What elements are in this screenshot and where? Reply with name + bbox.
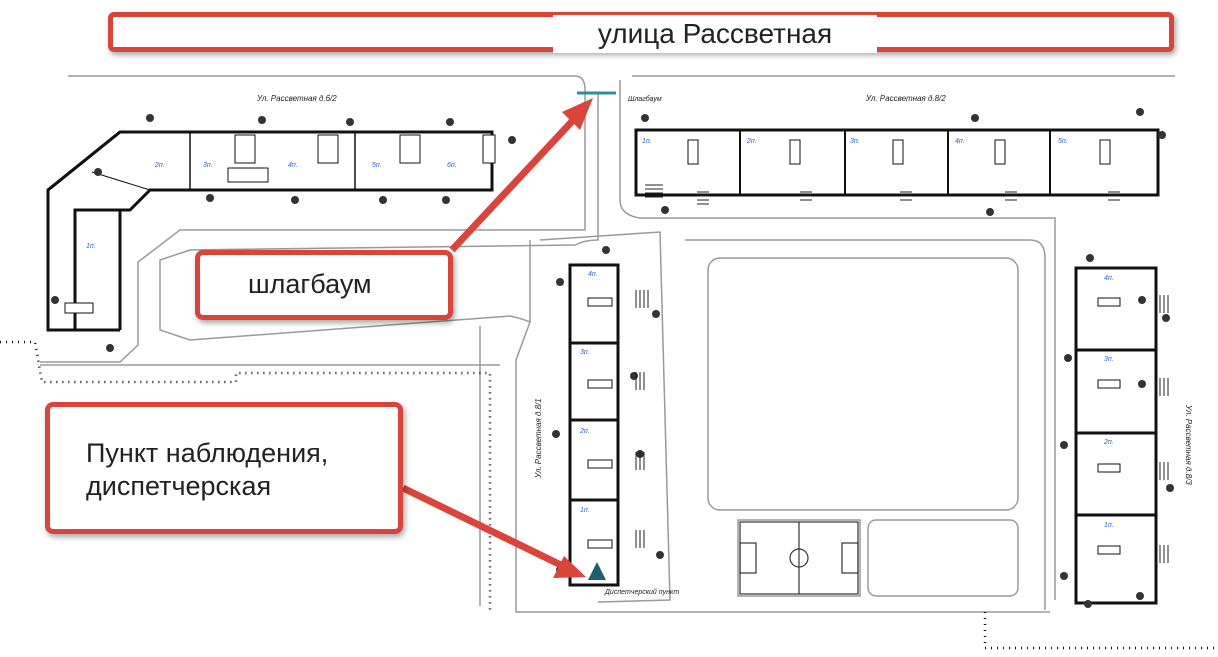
svg-text:3п.: 3п. (850, 138, 860, 145)
title-banner: улица Рассветная (108, 12, 1174, 53)
svg-text:5п.: 5п. (1058, 138, 1068, 145)
dotted-fence (0, 340, 1218, 650)
svg-text:4п.: 4п. (288, 162, 298, 169)
svg-text:4п.: 4п. (955, 138, 965, 145)
label-street-right: Ул. Рассветная д.8/2 (865, 94, 946, 103)
svg-text:1п.: 1п. (642, 138, 652, 145)
svg-text:2п.: 2п. (746, 138, 757, 145)
dispatch-callout-line2: диспетчерская (86, 471, 272, 501)
svg-text:3п.: 3п. (203, 162, 213, 169)
equipment-8-1 (587, 297, 613, 549)
label-street-far-right: Ул. Рассветная д.8/3 (1184, 404, 1193, 485)
svg-text:1п.: 1п. (580, 507, 590, 514)
dispatch-callout: Пункт наблюдения, диспетчерская (45, 402, 403, 534)
svg-text:3п.: 3п. (580, 349, 590, 356)
svg-text:1п.: 1п. (86, 243, 96, 250)
label-street-left: Ул. Рассветная д.6/2 (256, 94, 337, 103)
barrier-callout-label: шлагбаум (248, 269, 372, 299)
road-lines (40, 75, 1175, 613)
label-dispatch-point: Диспетчерский пункт (604, 588, 679, 596)
label-barrier-small: Шлагбаум (628, 95, 662, 103)
svg-text:3п.: 3п. (1104, 356, 1114, 363)
building-8-1 (568, 263, 620, 587)
camera-icons (51, 108, 1174, 608)
dispatch-marker (588, 562, 606, 580)
football-field (739, 521, 859, 595)
entrance-labels: 2п. 3п. 4п. 5п. 6п. 1п. 1п. 2п. 3п. 4п. 5п. 4п.… (86, 138, 1114, 529)
svg-text:4п.: 4п. (588, 271, 598, 278)
arrows (401, 98, 593, 578)
dispatch-callout-label: Пункт наблюдения, диспетчерская (86, 437, 396, 503)
label-street-center: Ул. Рассветная д.8/1 (534, 398, 543, 479)
dispatch-callout-line1: Пункт наблюдения, (86, 438, 329, 468)
svg-text:6п.: 6п. (447, 162, 457, 169)
equipment-6-2 (64, 134, 496, 314)
svg-text:1п.: 1п. (1104, 522, 1114, 529)
svg-text:5п.: 5п. (372, 162, 382, 169)
svg-text:2п.: 2п. (1103, 439, 1114, 446)
page-title: улица Рассветная (553, 15, 877, 53)
equipment-8-3 (1097, 297, 1121, 555)
svg-text:2п.: 2п. (154, 162, 165, 169)
svg-text:4п.: 4п. (1104, 275, 1114, 282)
barrier-callout: шлагбаум (195, 250, 453, 320)
stairs (635, 184, 1169, 563)
equipment-8-2 (687, 139, 1111, 165)
svg-text:2п.: 2п. (579, 428, 590, 435)
courtyard (707, 257, 1019, 597)
